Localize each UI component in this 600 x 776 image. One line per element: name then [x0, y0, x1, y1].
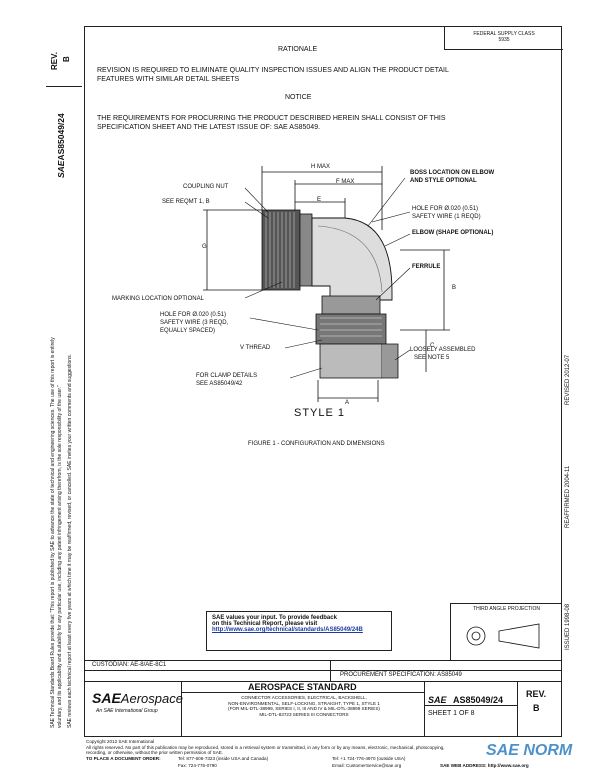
label-coupling-nut: COUPLING NUT: [183, 184, 229, 190]
label-hole-left-3: EQUALLY SPACED): [160, 328, 216, 334]
label-e: E: [317, 197, 322, 203]
label-b: B: [452, 285, 457, 291]
label-style: STYLE 1: [294, 407, 346, 419]
label-g: G: [202, 244, 207, 250]
footer-email: Email: CustomerService@sae.org: [332, 763, 402, 768]
label-c: C: [430, 343, 435, 349]
doc-number-block: SAE AS85049/24: [428, 695, 504, 705]
label-h-max: H MAX: [311, 164, 331, 170]
aerospace-standard-heading: AEROSPACE STANDARD: [248, 682, 357, 692]
notice-heading: NOTICE: [285, 94, 312, 101]
projection-symbol: [466, 623, 540, 649]
rationale-line-2: FEATURES WITH SIMILAR DETAIL SHEETS: [97, 76, 240, 83]
label-boss-1: BOSS LOCATION ON ELBOW: [410, 170, 495, 176]
sae-aerospace-logo: SAEAerospace An SAE International Group: [92, 690, 183, 714]
label-f-max: F MAX: [336, 179, 355, 185]
procurement-spec: PROCUREMENT SPECIFICATION: AS85049: [340, 672, 462, 678]
watermark-sae-norm: SAE NORM: [486, 742, 573, 759]
federal-supply-value: 5935: [498, 37, 510, 43]
footer-fax: Fax: 724-776-0790: [178, 763, 217, 768]
projection-box: THIRD ANGLE PROJECTION: [450, 603, 562, 661]
label-hole-left-2: SAFETY WIRE (3 REQD,: [160, 320, 229, 326]
drawing-frame: [84, 26, 562, 737]
sheet-number: SHEET 1 OF 8: [428, 710, 475, 717]
feedback-link[interactable]: http://www.sae.org/technical/standards/A…: [212, 627, 363, 633]
label-elbow: ELBOW (SHAPE OPTIONAL): [412, 230, 494, 236]
figure-caption: FIGURE 1 - CONFIGURATION AND DIMENSIONS: [248, 441, 385, 447]
title-rev-value: B: [533, 703, 540, 713]
federal-supply-box: FEDERAL SUPPLY CLASS 5935: [444, 27, 563, 50]
footer-copyright: Copyright 2012 SAE International All rig…: [86, 739, 445, 756]
custodian: CUSTODIAN: AE-8/AE-8C1: [92, 662, 167, 668]
label-hole-left-1: HOLE FOR Ø.020 (0.51): [160, 312, 227, 318]
label-see-reqmt: SEE REQMT 1, B: [162, 199, 210, 205]
label-a: A: [345, 400, 350, 406]
feedback-box: SAE values your input. To provide feedba…: [206, 611, 392, 651]
title-description: CONNECTOR ACCESSORIES, ELECTRICAL, BACKS…: [228, 695, 380, 717]
projection-label: THIRD ANGLE PROJECTION: [473, 606, 540, 612]
label-clamp-1: FOR CLAMP DETAILS: [196, 373, 258, 379]
footer-order-label: TO PLACE A DOCUMENT ORDER:: [86, 756, 161, 761]
label-hole-right-1: HOLE FOR Ø.020 (0.51): [412, 206, 479, 212]
label-loosely-1: LOOSELY ASSEMBLED: [410, 347, 476, 353]
title-rev-label: REV.: [526, 689, 547, 699]
feedback-line-2: on this Technical Report, please visit: [212, 621, 318, 627]
footer-tel-inside: Tel: 877-606-7323 (inside USA and Canada…: [178, 756, 269, 761]
label-clamp-2: SEE AS85049/42: [196, 381, 243, 387]
federal-supply-label: FEDERAL SUPPLY CLASS: [473, 31, 535, 37]
rationale-line-1: REVISION IS REQUIRED TO ELIMINATE QUALIT…: [97, 67, 449, 74]
feedback-line-1: SAE values your input. To provide feedba…: [212, 615, 337, 621]
notice-line-1: THE REQUIREMENTS FOR PROCURRING THE PROD…: [97, 115, 446, 122]
label-boss-2: AND STYLE OPTIONAL: [410, 178, 477, 184]
notice-line-2: SPECIFICATION SHEET AND THE LATEST ISSUE…: [97, 124, 321, 131]
label-v-thread: V THREAD: [240, 345, 271, 351]
footer-tel-outside: Tel: +1 724-776-4970 (outside USA): [332, 756, 406, 761]
label-ferrule: FERRULE: [412, 264, 441, 270]
footer-web: SAE WEB ADDRESS: http://www.sae.org: [440, 763, 529, 768]
label-hole-right-2: SAFETY WIRE (1 REQD): [412, 214, 481, 220]
rationale-heading: RATIONALE: [278, 46, 318, 53]
label-loosely-2: SEE NOTE 5: [414, 355, 450, 361]
label-marking-location: MARKING LOCATION OPTIONAL: [112, 296, 204, 302]
